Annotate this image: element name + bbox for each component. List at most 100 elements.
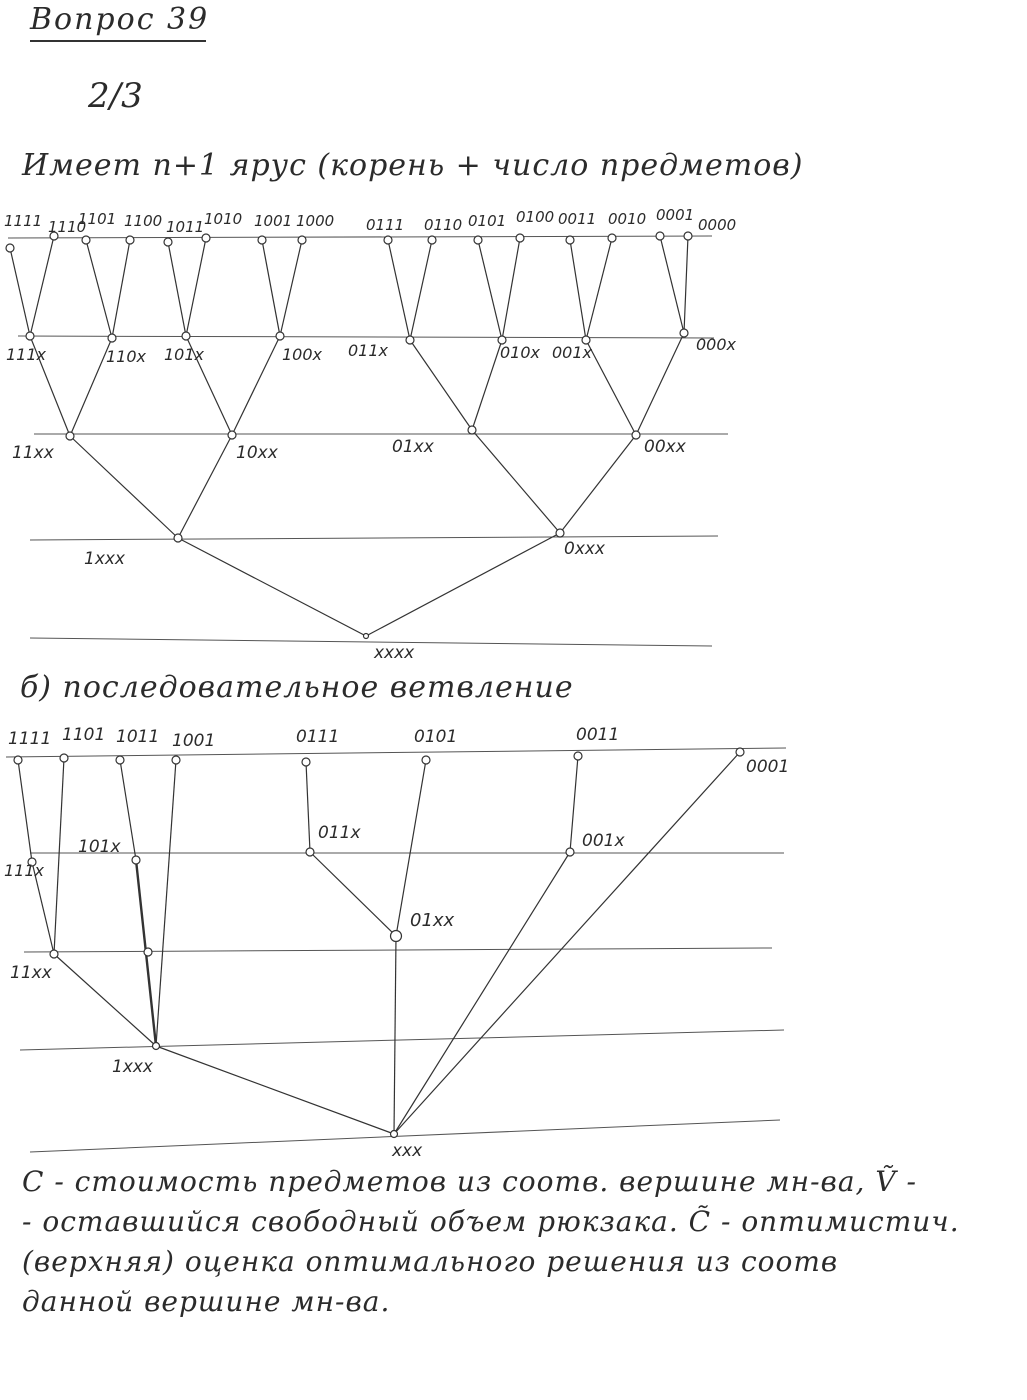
tree-node: [81, 235, 91, 245]
tree-edge: [471, 429, 561, 534]
tree-edge: [559, 434, 637, 534]
legend-line: данной вершине мн-ва.: [22, 1285, 391, 1318]
tree-node: [389, 929, 403, 943]
tree-node: [201, 233, 211, 243]
tree-node: [49, 231, 59, 241]
tree-edge: [305, 761, 311, 853]
node-label: 000x: [696, 335, 737, 354]
tier-line: [7, 235, 713, 239]
tree-edge: [155, 1045, 395, 1135]
tree-node: [655, 231, 665, 241]
node-label: 1100: [124, 212, 162, 230]
node-label: 1101: [78, 210, 116, 228]
tree-node: [143, 947, 153, 957]
tree-edge: [29, 235, 55, 337]
tree-edge: [167, 241, 187, 337]
section-b-heading: б) последовательное ветвление: [20, 670, 574, 705]
tree-node: [125, 235, 135, 245]
node-label: xxx: [391, 1141, 423, 1161]
tree-edge: [231, 335, 281, 436]
tree-edge: [29, 335, 71, 437]
node-label: 01xx: [392, 437, 435, 457]
tree-edge: [683, 235, 689, 334]
node-label: 1000: [296, 212, 334, 230]
node-label: 0101: [468, 212, 506, 230]
tree-node: [515, 233, 525, 243]
node-label: 011x: [348, 341, 389, 360]
node-label: 1101: [62, 725, 105, 745]
tree-node: [171, 755, 181, 765]
tree-node: [631, 430, 641, 440]
tree-edge: [155, 759, 177, 1047]
section-a-heading: Имеет n+1 ярус (корень + число предметов…: [22, 148, 804, 183]
node-label: 1001: [172, 731, 215, 751]
tree-edge: [111, 239, 131, 339]
tree-edge: [635, 332, 685, 436]
tree-edge: [9, 247, 31, 337]
tree-node: [131, 855, 141, 865]
tree-edge: [53, 953, 157, 1047]
node-label: 001x: [552, 343, 593, 362]
node-label: 0001: [656, 206, 694, 224]
node-label: 1011: [166, 218, 204, 236]
tree-node: [5, 243, 15, 253]
node-label: 101x: [164, 345, 205, 364]
tier-line: [23, 947, 773, 953]
tier-line: [19, 1029, 785, 1051]
node-label: 011x: [318, 823, 361, 843]
tree-node: [389, 1129, 399, 1139]
tree-edge: [409, 339, 473, 431]
title-underline: [30, 40, 206, 42]
node-label: 110x: [106, 347, 147, 366]
node-label: 101x: [78, 837, 121, 857]
tree-node: [49, 949, 59, 959]
node-label: 1111: [8, 729, 51, 749]
node-label: 11xx: [12, 443, 55, 463]
question-title: Вопрос 39: [30, 2, 210, 37]
tree-node: [679, 328, 689, 338]
tree-node: [607, 233, 617, 243]
node-label: 0101: [414, 727, 457, 747]
tree-node: [107, 333, 117, 343]
tree-edge: [387, 239, 411, 341]
tree-node: [227, 430, 237, 440]
tree-edge: [395, 759, 427, 937]
tree-edge: [279, 239, 303, 337]
tree-node: [467, 425, 477, 435]
tree-edge: [309, 851, 397, 937]
tree-edge: [477, 239, 503, 341]
fraction-label: 2/3: [88, 76, 143, 116]
node-label: 0xxx: [564, 539, 606, 559]
node-label: 001x: [582, 831, 625, 851]
node-label: 0111: [296, 727, 339, 747]
node-label: 00xx: [644, 437, 687, 457]
legend-paragraph: C - стоимость предметов из соотв. вершин…: [22, 1162, 1002, 1322]
node-label: 111x: [6, 345, 47, 364]
tree-edge: [177, 537, 367, 637]
tree-node: [683, 231, 693, 241]
tree-node: [181, 331, 191, 341]
node-label: 1001: [254, 212, 292, 230]
node-label: xxxx: [373, 643, 415, 663]
tree-node: [427, 235, 437, 245]
tree-edge: [185, 335, 233, 436]
tree-node: [13, 755, 23, 765]
tree-node: [735, 747, 745, 757]
node-label: 0111: [366, 216, 404, 234]
legend-line: - оставшийся свободный объем рюкзака. C̃…: [22, 1205, 960, 1238]
node-label: 0001: [746, 757, 789, 777]
node-label: 0011: [576, 725, 619, 745]
node-label: 0010: [608, 210, 646, 228]
node-label: 10xx: [236, 443, 279, 463]
tree-node: [362, 632, 370, 640]
tree-edges: [9, 235, 741, 1135]
node-label: 01xx: [410, 910, 455, 931]
tree-nodes: [5, 231, 745, 1139]
legend-line: C - стоимость предметов из соотв. вершин…: [22, 1165, 917, 1198]
tree-node: [25, 331, 35, 341]
node-label: 100x: [282, 345, 323, 364]
node-label: 1111: [4, 212, 42, 230]
node-label: 0110: [424, 216, 462, 234]
guide-lines: [5, 235, 787, 1153]
node-label: 010x: [500, 343, 541, 362]
